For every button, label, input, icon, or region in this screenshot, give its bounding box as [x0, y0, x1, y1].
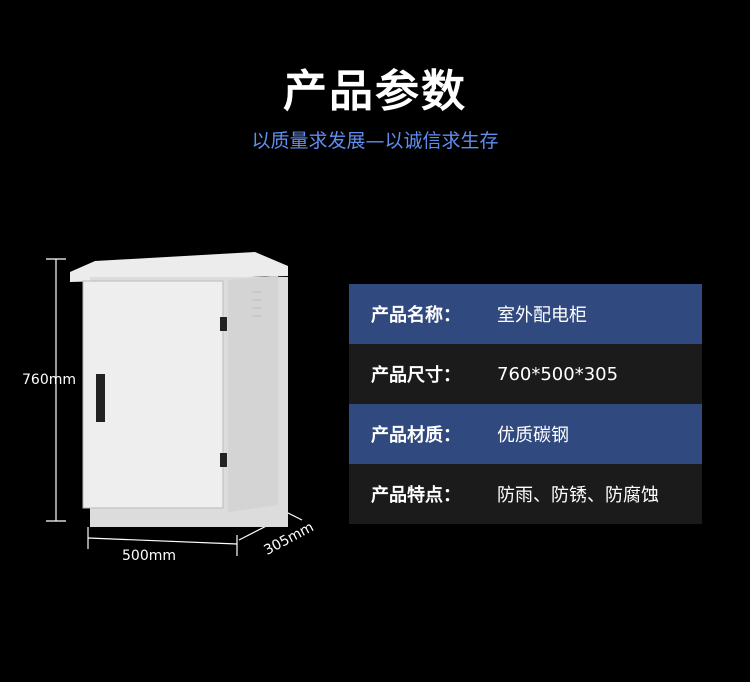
height-label: 760mm: [22, 372, 76, 388]
spec-value: 760*500*305: [497, 363, 619, 385]
width-label: 500mm: [122, 548, 176, 564]
door-handle: [96, 374, 105, 422]
spec-table: 产品名称： 室外配电柜 产品尺寸： 760*500*305 产品材质： 优质碳钢 产品…: [349, 284, 702, 524]
spec-label: 产品特点：: [371, 485, 461, 506]
page-title: 产品参数: [283, 66, 467, 117]
spec-label: 产品名称：: [371, 305, 461, 326]
page-subtitle: 以质量求发展—以诚信求生存: [251, 130, 499, 152]
dimension-lines: [46, 258, 303, 556]
spec-value: 防雨、防锈、防腐蚀: [497, 485, 659, 506]
spec-row-features: 产品特点： 防雨、防锈、防腐蚀: [349, 464, 702, 524]
spec-label: 产品尺寸：: [371, 365, 461, 386]
cabinet-door: [82, 280, 224, 509]
spec-row-name: 产品名称： 室外配电柜: [349, 284, 702, 344]
spec-row-size: 产品尺寸： 760*500*305: [349, 344, 702, 404]
spec-label: 产品材质：: [371, 425, 461, 446]
spec-value: 室外配电柜: [497, 305, 587, 326]
spec-row-material: 产品材质： 优质碳钢: [349, 404, 702, 464]
spec-value: 优质碳钢: [497, 425, 569, 446]
